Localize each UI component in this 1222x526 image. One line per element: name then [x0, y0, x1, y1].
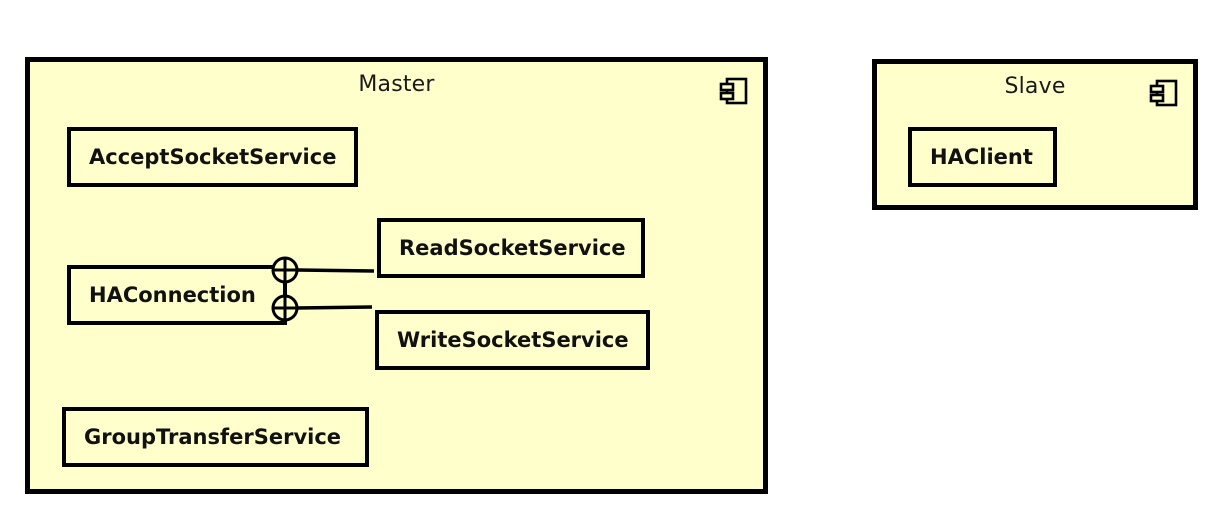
node-ha-client[interactable]: HAClient — [908, 127, 1057, 187]
node-label-ha-client: HAClient — [930, 144, 1033, 169]
node-label-read-socket-service: ReadSocketService — [399, 235, 626, 260]
node-label-write-socket-service: WriteSocketService — [397, 327, 629, 352]
node-read-socket-service[interactable]: ReadSocketService — [377, 218, 645, 278]
component-icon — [719, 76, 749, 106]
node-ha-connection[interactable]: HAConnection — [67, 265, 287, 325]
component-title-master: Master — [358, 72, 435, 97]
node-write-socket-service[interactable]: WriteSocketService — [375, 310, 650, 370]
node-label-accept-socket-service: AcceptSocketService — [89, 144, 337, 169]
component-icon — [1149, 78, 1179, 108]
node-label-group-transfer-service: GroupTransferService — [84, 424, 342, 449]
component-master[interactable]: Master AcceptSocketService HAConnection … — [25, 57, 768, 494]
node-label-ha-connection: HAConnection — [89, 282, 256, 307]
component-title-slave: Slave — [1004, 74, 1066, 99]
node-group-transfer-service[interactable]: GroupTransferService — [62, 407, 369, 467]
node-accept-socket-service[interactable]: AcceptSocketService — [67, 127, 358, 187]
component-slave[interactable]: Slave HAClient — [872, 59, 1198, 210]
